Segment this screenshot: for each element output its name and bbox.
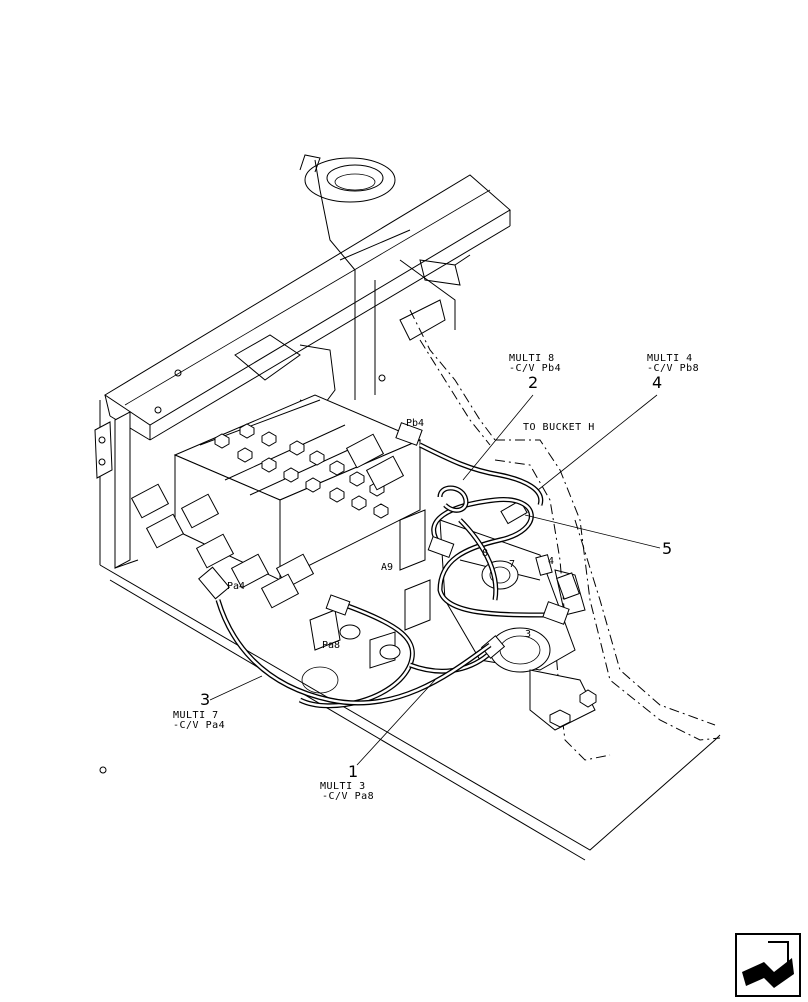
callout-number-2: 2: [528, 373, 539, 392]
port-label-pa8: Pa8: [322, 640, 341, 651]
port-label-7: 7: [509, 559, 516, 570]
leader-lines: [209, 394, 661, 766]
center-joint: [439, 519, 597, 731]
callout-number-5: 5: [662, 539, 673, 558]
control-valve: [130, 394, 431, 694]
callout-label-3-line2: -C/V Pa4: [173, 720, 226, 731]
left-bracket: [94, 411, 139, 569]
callout-label-2-line2: -C/V Pb4: [509, 363, 562, 374]
port-label-pa4: Pa4: [227, 581, 246, 592]
callout-label-4-line1: MULTI 4: [647, 353, 693, 364]
callout-label-4-line2: -C/V Pb8: [647, 363, 700, 374]
port-label-pb4: Pb4: [406, 418, 425, 429]
hose-5: [437, 485, 580, 601]
hose-1: [298, 594, 506, 709]
port-label-4: 4: [548, 556, 555, 567]
hose-2: [395, 422, 544, 525]
callout-label-1-line1: MULTI 3: [320, 781, 366, 792]
callout-label-3-line1: MULTI 7: [173, 710, 219, 721]
hose-4: [427, 497, 570, 625]
page-navigation-arrow-icon[interactable]: [734, 932, 802, 998]
callout-number-3: 3: [200, 690, 211, 709]
callout-number-1: 1: [348, 762, 359, 781]
port-label-a9: A9: [381, 562, 394, 573]
port-label-3: 3: [525, 629, 532, 640]
hose-3: [198, 566, 492, 706]
callout-label-1-line2: -C/V Pa8: [322, 791, 375, 802]
frame-beam: [104, 154, 511, 441]
callout-number-4: 4: [652, 373, 663, 392]
callout-label-2-line1: MULTI 8: [509, 353, 555, 364]
port-label-8: 8: [482, 548, 489, 559]
to-bucket-label: TO BUCKET H: [523, 422, 595, 433]
